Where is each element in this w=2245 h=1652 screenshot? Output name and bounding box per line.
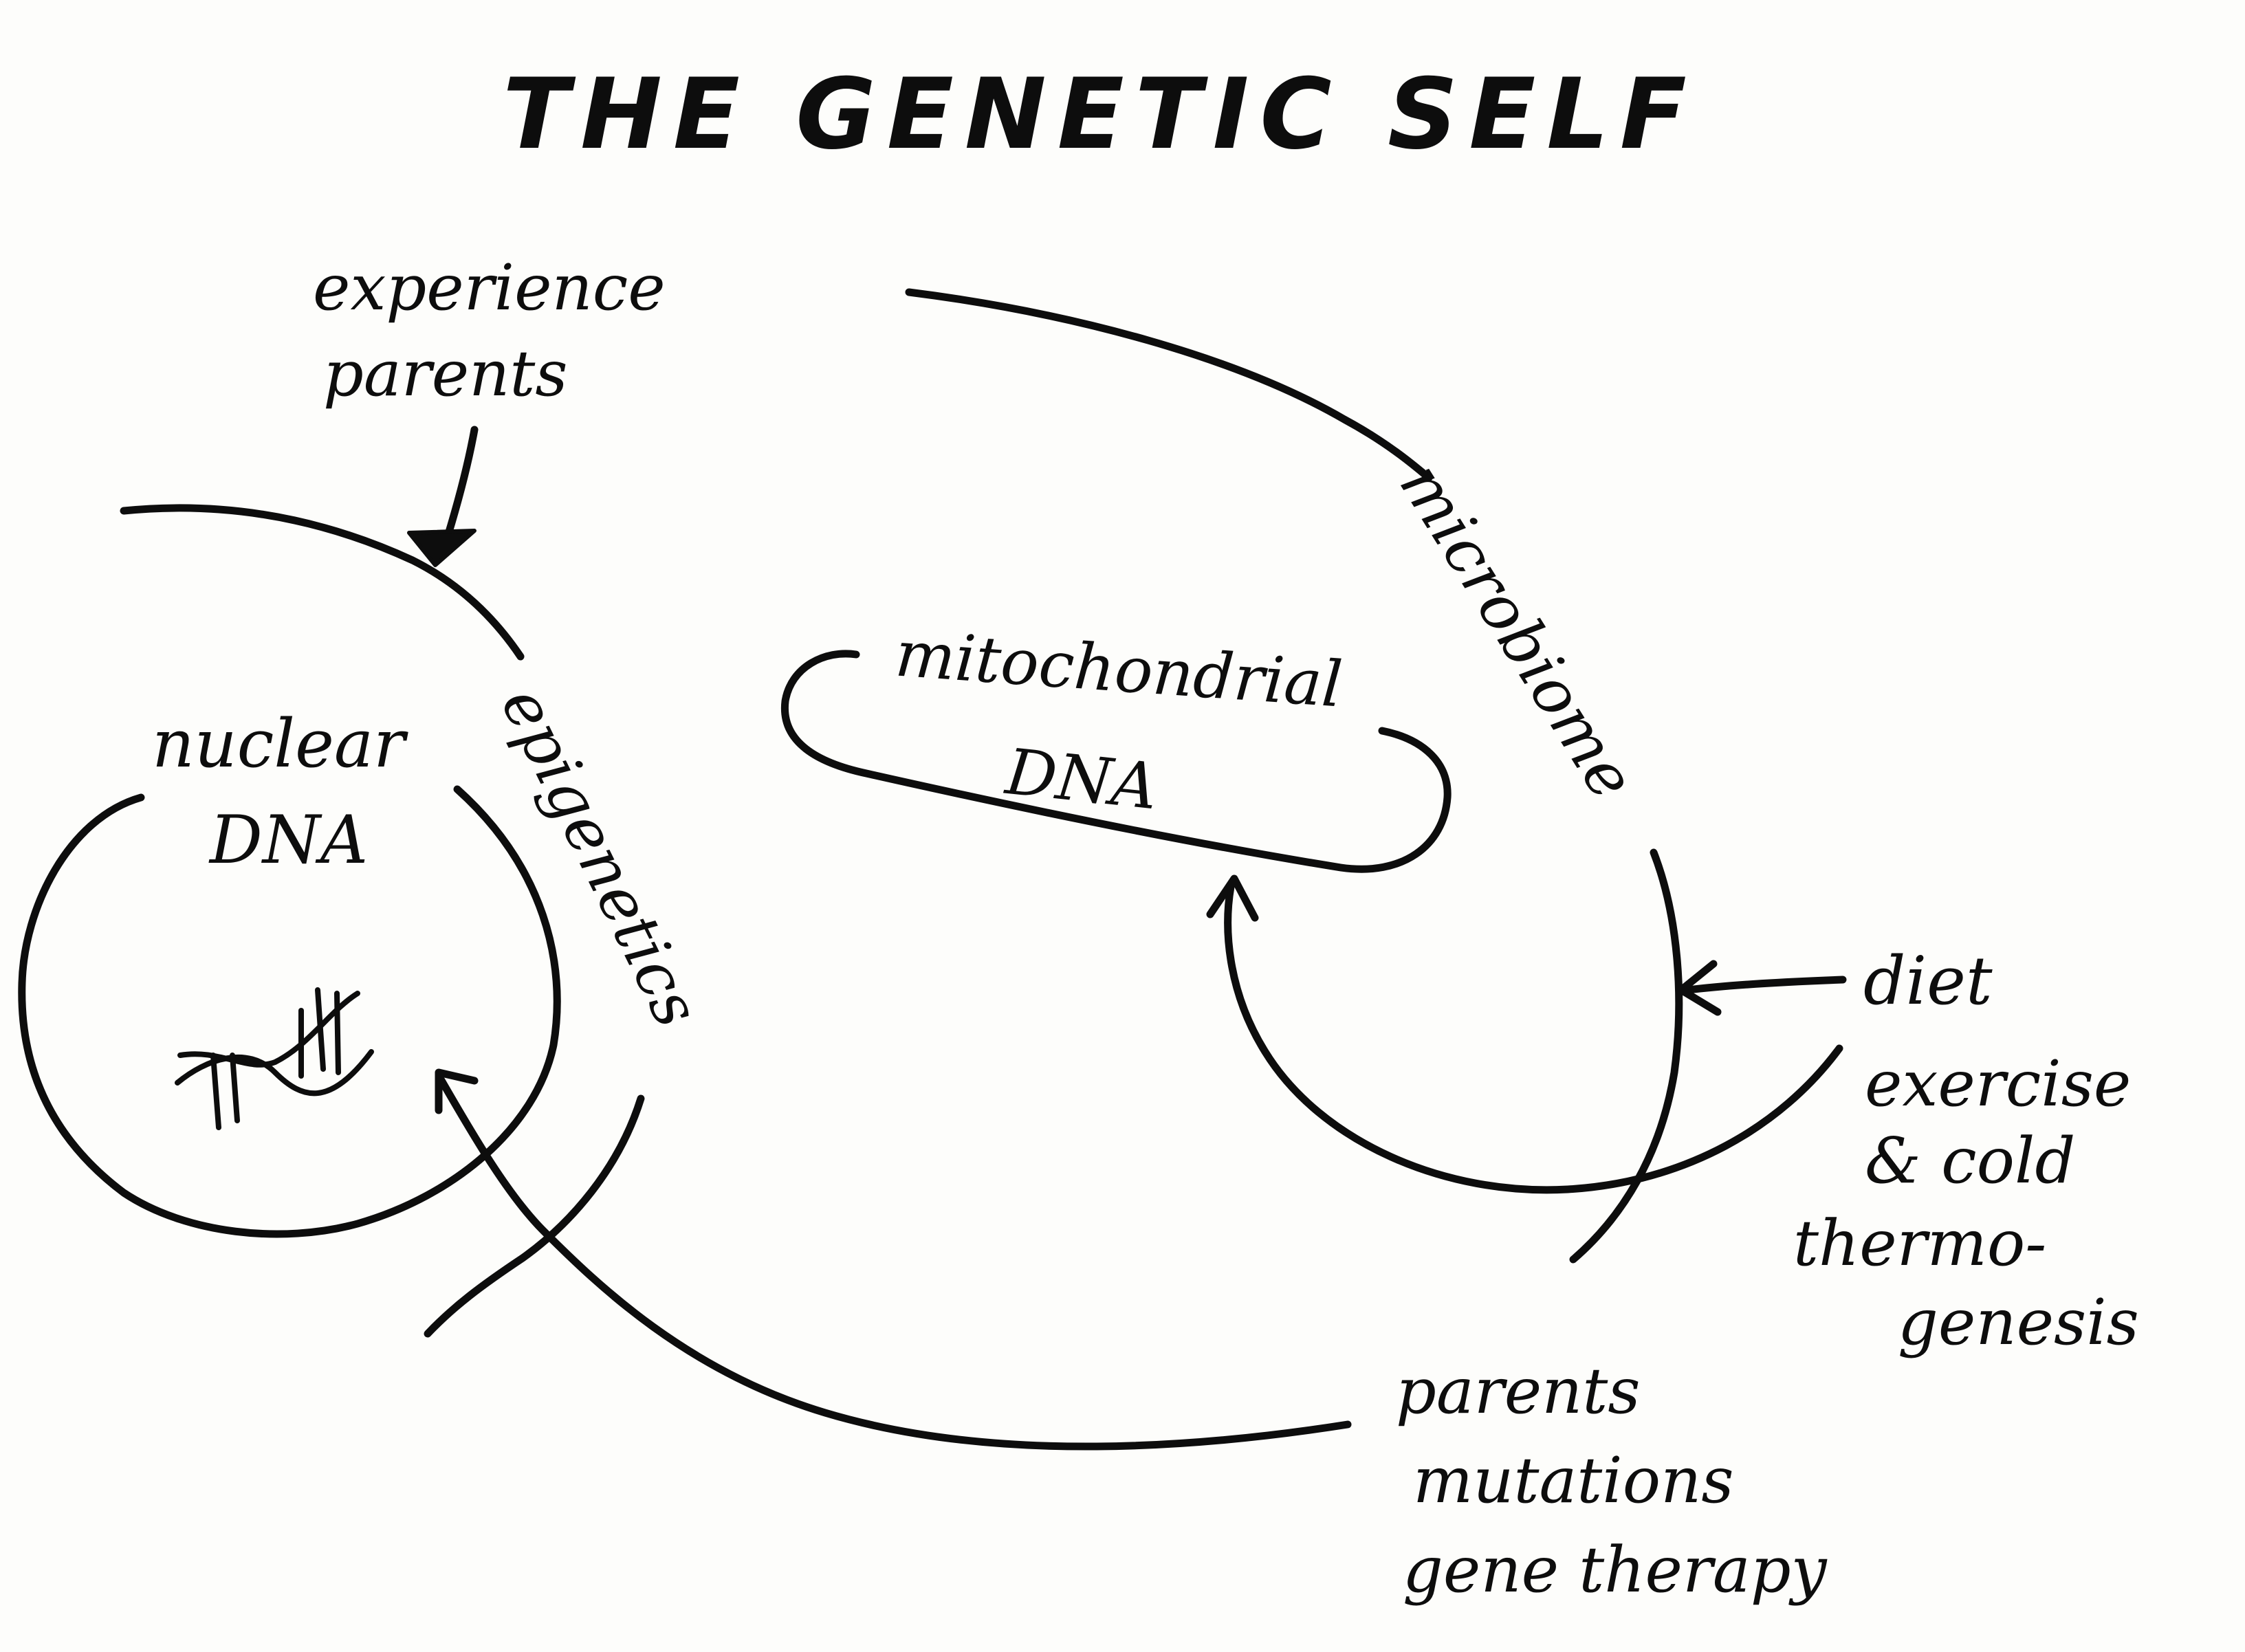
gene-therapy-label: gene therapy (1403, 1533, 1828, 1607)
epigenetics-ring (120, 504, 525, 661)
diagram-title: THE GENETIC SELF (503, 58, 1698, 171)
nuclear-dna-label-line2: DNA (208, 802, 368, 879)
exercise-arrow (1224, 883, 1843, 1194)
genesis-label: genesis (1898, 1286, 2139, 1359)
diet-arrowhead-lines (1677, 960, 1722, 1016)
epigenetics-ring-lower (424, 1094, 645, 1338)
cold-label: & cold (1865, 1124, 2075, 1198)
exercise-arrowhead (1206, 874, 1259, 922)
nuclear-influence-arrow (436, 1074, 1352, 1451)
thermo-label: thermo- (1793, 1207, 2046, 1280)
exercise-label: exercise (1865, 1047, 2131, 1121)
microbiome-ring-upper (905, 288, 1433, 482)
diet-label: diet (1863, 943, 1993, 1020)
experience-label: experience (313, 251, 666, 324)
mitochondrial-dna-ring (780, 650, 1452, 873)
mutations-label: mutations (1413, 1444, 1734, 1517)
nuclear-dna-ring (18, 785, 561, 1238)
mitochondrial-dna-label-line2: DNA (1001, 735, 1161, 824)
nuclear-parents-label: parents (1396, 1354, 1641, 1428)
epigenetic-influence-arrowhead (407, 529, 477, 567)
parents-label: parents (323, 337, 568, 410)
microbiome-ring-lower (1569, 848, 1683, 1264)
diet-arrow (1684, 976, 1847, 994)
nuclear-dna-label: nuclear (152, 705, 408, 782)
nuclear-influence-arrowhead (435, 1068, 479, 1114)
dna-helix-icon (175, 987, 374, 1130)
